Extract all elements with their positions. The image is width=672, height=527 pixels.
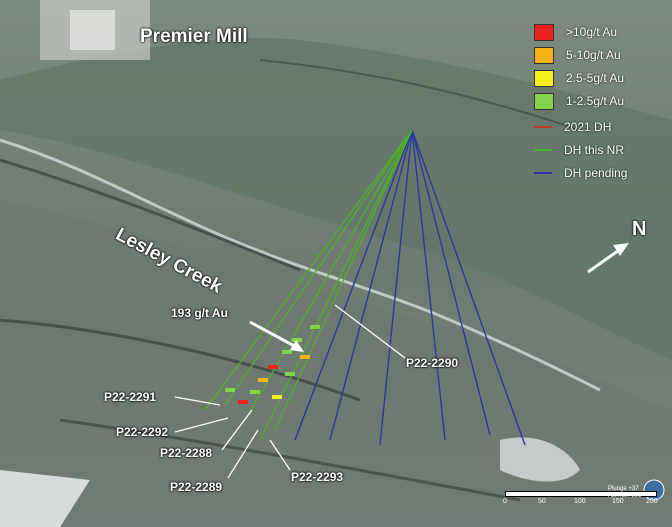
legend-swatch	[534, 23, 554, 41]
mill-building	[70, 10, 115, 50]
grade-intercepts	[225, 325, 320, 404]
snow-patch-2	[500, 437, 580, 482]
legend-swatch	[534, 69, 554, 87]
hole-label: P22-2288	[160, 446, 213, 460]
hole-label: P22-2291	[104, 390, 157, 404]
ridge-line-4	[259, 59, 581, 131]
legend-grade-row: 2.5-5g/t Au	[534, 69, 625, 87]
legend-swatch	[534, 46, 554, 64]
north-label: N	[632, 218, 647, 240]
legend-swatch	[534, 92, 554, 110]
legend-label: >10g/t Au	[566, 25, 618, 39]
legend-line-swatch	[534, 172, 552, 174]
map-legend: >10g/t Au 5-10g/t Au 2.5-5g/t Au 1-2.5g/…	[534, 18, 662, 186]
legend-label: 2.5-5g/t Au	[566, 71, 625, 85]
ridge-line-1	[0, 158, 301, 272]
legend-line-row: DH pending	[534, 165, 627, 181]
hole-label: P22-2289	[170, 480, 223, 494]
scale-tick: 200	[646, 498, 658, 505]
legend-label: 1-2.5g/t Au	[566, 94, 625, 108]
legend-grade-row: >10g/t Au	[534, 23, 618, 41]
forest-area	[0, 38, 672, 360]
hole-label: P22-2290	[406, 356, 459, 370]
azimuth-text: Azimuth 293	[608, 493, 642, 499]
legend-label: 5-10g/t Au	[566, 48, 621, 62]
scale-bar-line	[505, 491, 657, 497]
legend-label: DH this NR	[564, 143, 625, 157]
north-arrow-icon	[587, 243, 629, 274]
scale-bar: 0 50 100 150 200	[500, 482, 660, 512]
legend-line-swatch	[534, 126, 552, 128]
scale-tick: 100	[574, 498, 586, 505]
scale-tick: 150	[612, 498, 624, 505]
drill-holes-this-nr	[204, 129, 413, 441]
assay-label: 193 g/t Au	[171, 306, 228, 320]
legend-label: 2021 DH	[564, 120, 612, 134]
scale-tick: 50	[538, 498, 546, 505]
assay-arrow	[249, 320, 304, 352]
hole-label: P22-2293	[291, 470, 344, 484]
snow-patch-1	[0, 470, 90, 527]
hole-label: P22-2292	[116, 425, 169, 439]
legend-label: DH pending	[564, 166, 628, 180]
legend-line-row: DH this NR	[534, 142, 624, 158]
scale-tick: 0	[503, 498, 507, 505]
legend-line-row: 2021 DH	[534, 119, 611, 135]
ridge-line-2	[0, 318, 361, 402]
mill-label: Premier Mill	[140, 26, 248, 47]
view-orientation: Plunge +37 Azimuth 293	[608, 486, 641, 500]
legend-grade-row: 1-2.5g/t Au	[534, 92, 625, 110]
drill-holes-pending	[294, 129, 526, 446]
legend-line-swatch	[534, 149, 552, 151]
ridge-line-3	[59, 418, 521, 502]
leader-lines	[174, 304, 406, 479]
plunge-text: Plunge +37	[608, 486, 639, 492]
legend-grade-row: 5-10g/t Au	[534, 46, 621, 64]
creek-line	[0, 138, 601, 392]
